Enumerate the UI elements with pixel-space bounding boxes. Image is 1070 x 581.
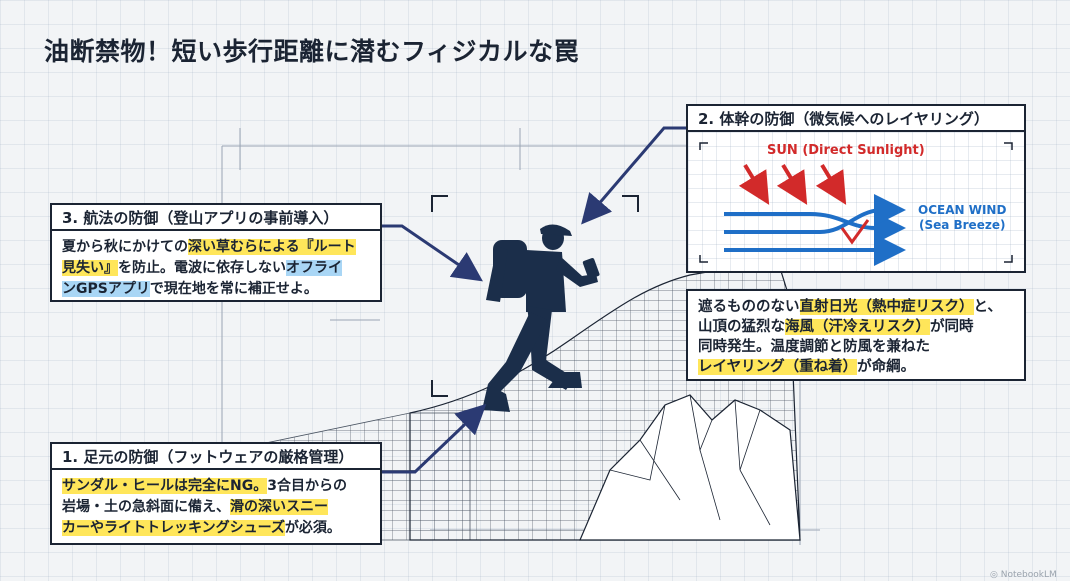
body-text: 夏から秋にかけての <box>62 239 188 255</box>
highlighted-text: 見失い』 <box>62 260 118 276</box>
body-text: 3合目からの <box>267 478 347 494</box>
navigation-box-body: 夏から秋にかけての深い草むらによる『ルート見失い』を防止。電波に依存しないオフラ… <box>50 229 382 302</box>
highlighted-text: 海風（汗冷えリスク） <box>785 319 930 335</box>
navigation-box-title: 3. 航法の防御（登山アプリの事前導入） <box>50 203 382 231</box>
highlighted-text: 滑の深いスニー <box>230 499 328 515</box>
focus-brackets <box>431 195 639 397</box>
body-text: 岩場・土の急斜面に備え、 <box>62 499 230 515</box>
highlighted-text: レイヤリング（重ね着） <box>698 359 858 375</box>
body-line: 山頂の猛烈な海風（汗冷えリスク）が同時 <box>698 317 1014 337</box>
footwear-box-body: サンダル・ヒールは完全にNG。3合目からの岩場・土の急斜面に備え、滑の深いスニー… <box>50 468 382 545</box>
highlighted-text: 深い草むらによる『ルート <box>188 239 356 255</box>
climate-diagram-panel <box>686 130 1026 273</box>
body-text: 同時発生。温度調節と防風を兼ねた <box>698 339 930 355</box>
arrow-navigation <box>382 224 483 282</box>
arrow-layering <box>581 126 686 225</box>
layering-box-body: 遮るもののない直射日光（熱中症リスク）と、山頂の猛烈な海風（汗冷えリスク）が同時… <box>686 289 1026 381</box>
body-text: が同時 <box>930 319 974 335</box>
body-text: 山頂の猛烈な <box>698 319 785 335</box>
body-text: を防止。電波に依存しない <box>118 260 286 276</box>
body-line: ンGPSアプリで現在地を常に補正せよ。 <box>62 279 370 300</box>
highlighted-text: カーやライトトレッキングシューズ <box>62 520 285 536</box>
body-text: と、 <box>973 299 1002 315</box>
body-line: 夏から秋にかけての深い草むらによる『ルート <box>62 237 370 258</box>
highlighted-text: オフライ <box>286 260 342 276</box>
footwear-box-title: 1. 足元の防御（フットウェアの厳格管理） <box>50 442 382 470</box>
body-line: 見失い』を防止。電波に依存しないオフライ <box>62 258 370 279</box>
arrow-footwear <box>382 403 487 474</box>
body-line: カーやライトトレッキングシューズが必須。 <box>62 518 370 539</box>
page-title: 油断禁物！短い歩行距離に潜むフィジカルな罠 <box>44 37 580 66</box>
body-line: 同時発生。温度調節と防風を兼ねた <box>698 337 1014 357</box>
highlighted-text: サンダル・ヒールは完全にNG。 <box>62 478 268 494</box>
body-text: が命綱。 <box>857 359 916 375</box>
layering-box-title: 2. 体幹の防御（微気候へのレイヤリング） <box>686 104 1026 132</box>
sun-label: SUN (Direct Sunlight) <box>767 143 925 158</box>
body-line: 遮るもののない直射日光（熱中症リスク）と、 <box>698 297 1014 317</box>
body-text: で現在地を常に補正せよ。 <box>149 281 318 297</box>
hiker-silhouette <box>482 224 600 412</box>
wind-label-line1: OCEAN WIND <box>918 203 1007 217</box>
body-line: サンダル・ヒールは完全にNG。3合目からの <box>62 476 370 497</box>
body-line: 岩場・土の急斜面に備え、滑の深いスニー <box>62 497 370 518</box>
body-text: 遮るもののない <box>698 299 800 315</box>
wind-label: OCEAN WIND (Sea Breeze) <box>918 203 1006 233</box>
connector-arrows <box>382 126 686 474</box>
highlighted-text: ンGPSアプリ <box>62 281 150 297</box>
wind-label-line2: (Sea Breeze) <box>918 218 1006 232</box>
body-line: レイヤリング（重ね着）が命綱。 <box>698 357 1014 377</box>
watermark: ◎ NotebookLM <box>990 570 1057 580</box>
body-text: が必須。 <box>284 520 341 536</box>
highlighted-text: 直射日光（熱中症リスク） <box>799 299 974 315</box>
